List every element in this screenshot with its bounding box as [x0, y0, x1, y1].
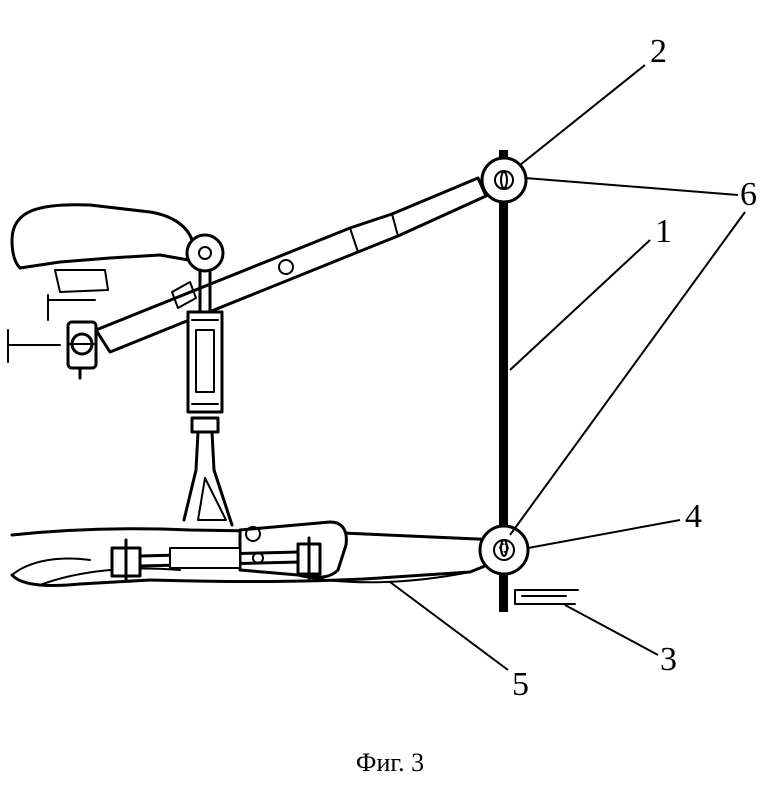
leader-4	[528, 520, 680, 548]
upper-pin	[482, 158, 526, 202]
label-2: 2	[650, 33, 667, 70]
upper-link	[96, 178, 486, 352]
label-6: 6	[740, 176, 757, 213]
strut-top-clevis	[187, 235, 223, 271]
leader-lines	[390, 65, 745, 670]
leader-2	[520, 65, 645, 165]
figure-caption: Фиг. 3	[0, 748, 780, 778]
leader-1	[510, 240, 650, 370]
lower-bracket	[515, 590, 578, 604]
leader-5	[390, 582, 508, 670]
label-4: 4	[685, 498, 702, 535]
label-3: 3	[660, 641, 677, 678]
leader-3	[565, 605, 658, 655]
left-pivot-bracket	[68, 322, 96, 378]
lower-pin	[480, 526, 528, 574]
label-5: 5	[512, 666, 529, 703]
leader-6-top	[525, 178, 738, 195]
label-1: 1	[655, 213, 672, 250]
